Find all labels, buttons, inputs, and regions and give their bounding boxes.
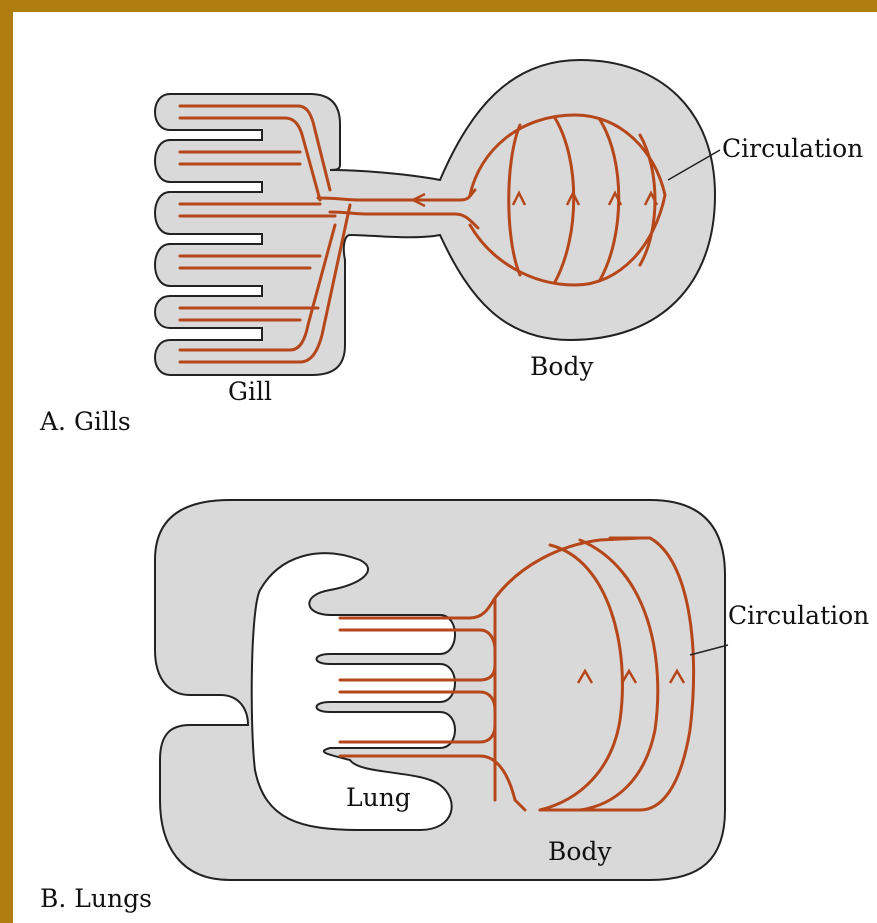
lung-circulation-label: Circulation [728,601,869,630]
lung-label: Lung [346,783,411,812]
panel-a-caption: A. Gills [39,407,131,436]
lung-body-shape [155,500,725,880]
panel-a-gills: Circulation Body Gill A. Gills [39,60,863,436]
gill-label: Gill [228,377,272,406]
frame-top [0,0,877,12]
gill-body-label: Body [530,352,594,381]
panel-b-caption: B. Lungs [40,884,152,913]
frame-left [0,0,13,923]
lung-body-label: Body [548,837,612,866]
panel-b-lungs: Circulation Lung Body B. Lungs [40,500,869,913]
gill-circulation-label: Circulation [722,134,863,163]
